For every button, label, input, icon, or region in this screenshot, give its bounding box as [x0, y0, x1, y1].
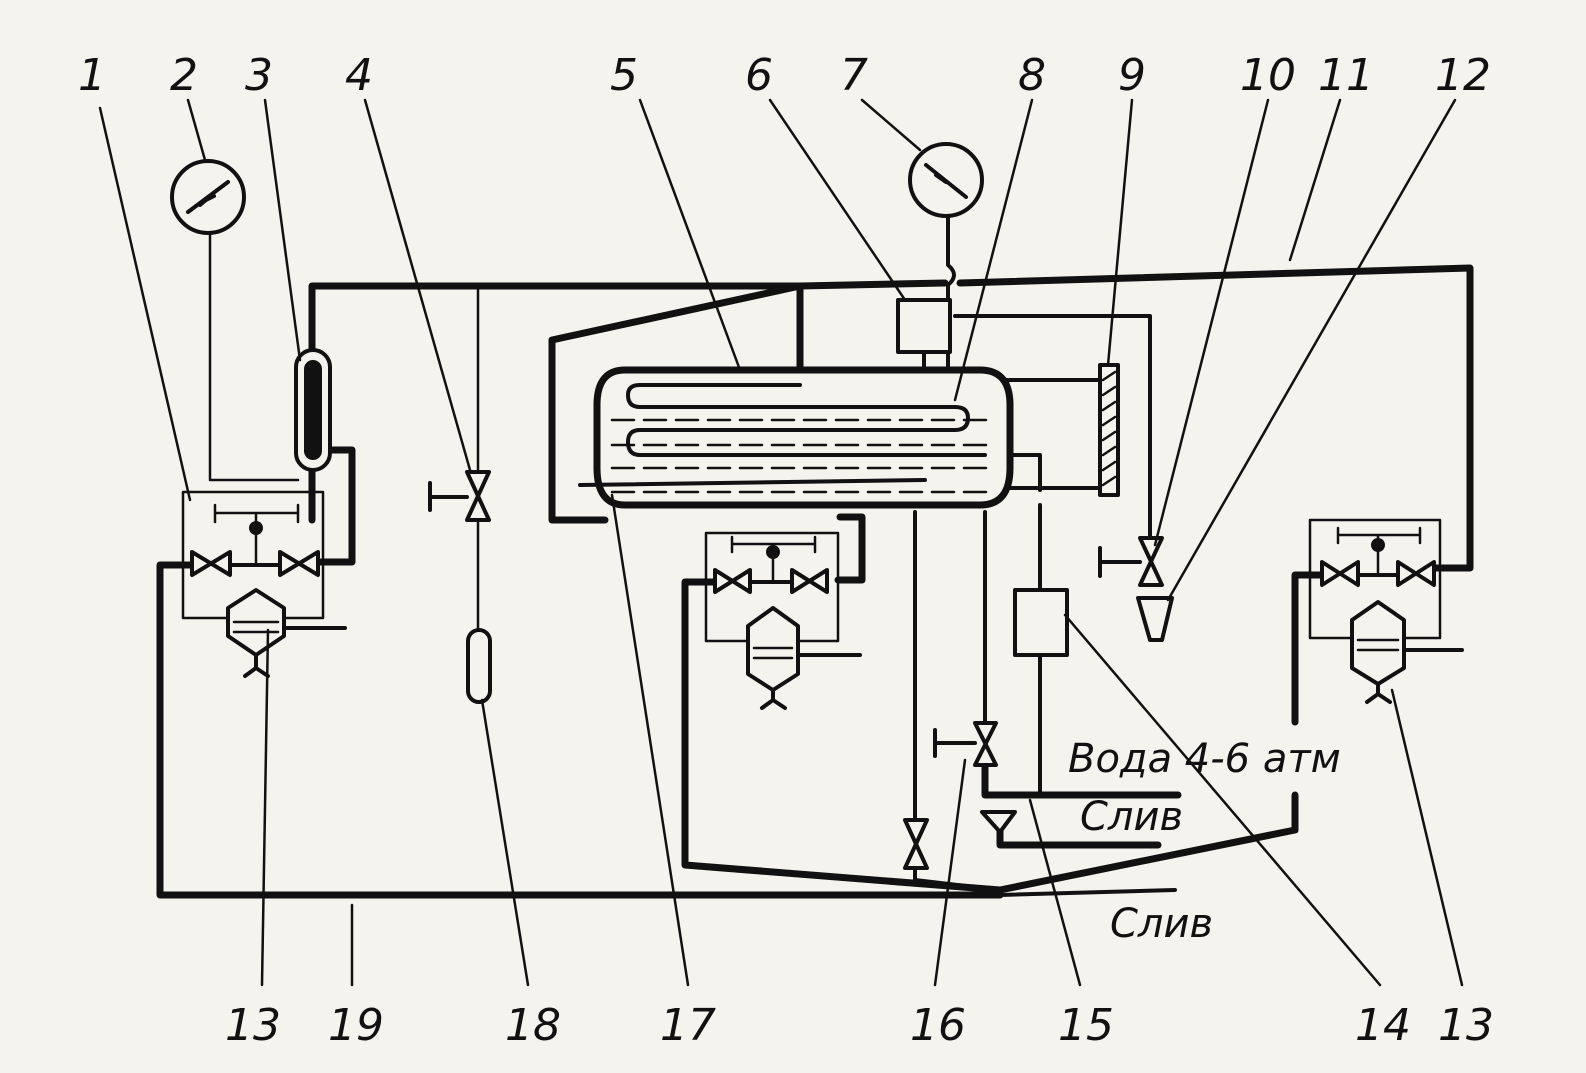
- label-3: 3: [245, 50, 273, 101]
- label-15: 15: [1058, 1000, 1114, 1051]
- caption-drain-lower: Слив: [1110, 901, 1213, 947]
- pipe-vessel-bottom: [913, 510, 987, 822]
- sample-cylinder-18: [466, 628, 492, 704]
- label-1: 1: [78, 50, 106, 101]
- label-5: 5: [610, 50, 638, 101]
- box-6: [896, 298, 952, 354]
- funnel-12: [1136, 596, 1174, 642]
- label-10: 10: [1240, 50, 1296, 101]
- valve-15: [933, 721, 998, 767]
- label-8: 8: [1018, 50, 1046, 101]
- box-14: [1013, 588, 1069, 657]
- leader-lines: [98, 98, 1464, 987]
- label-9: 9: [1118, 50, 1146, 101]
- pipe-drain-tail: [998, 888, 1177, 897]
- valve-group-left: [181, 490, 347, 678]
- pipe-to-valve-10: [953, 314, 1152, 540]
- label-19: 19: [328, 1000, 384, 1051]
- label-7: 7: [840, 50, 868, 101]
- label-6: 6: [745, 50, 773, 101]
- pipe-gauge-7: [946, 213, 956, 372]
- valve-group-middle: [704, 531, 862, 710]
- pipe-water-line: [1008, 453, 1042, 797]
- label-2: 2: [170, 50, 198, 101]
- captions: Вода 4-6 атм Слив Слив: [1068, 736, 1341, 947]
- pipe-valve-16-out: [913, 866, 1002, 892]
- vessel-5: [578, 366, 1014, 509]
- level-indicator-9: [1098, 363, 1120, 497]
- label-18: 18: [505, 1000, 561, 1051]
- pipe-top-header: [796, 264, 1474, 572]
- funnel-drain: [980, 810, 1017, 834]
- pipe-gauge-2: [208, 230, 300, 482]
- number-labels: 1 2 3 4 5 6 7 8 9 10 11 12 13 19 18 17 1…: [78, 50, 1494, 1051]
- caption-drain-upper: Слив: [1080, 794, 1183, 840]
- main-piping: [156, 213, 1474, 899]
- label-13-right: 13: [1438, 1000, 1494, 1051]
- label-17: 17: [660, 1000, 716, 1051]
- valve-10: [1098, 536, 1164, 587]
- separator-3: [294, 348, 332, 472]
- pipe-drain-15: [981, 761, 1182, 799]
- label-11: 11: [1318, 50, 1374, 101]
- label-13-left: 13: [225, 1000, 281, 1051]
- pipe-level-indicator: [1003, 378, 1102, 490]
- pressure-gauge-7: [908, 142, 984, 218]
- pipe-drain-19: [156, 561, 1004, 899]
- caption-water: Вода 4-6 атм: [1068, 736, 1341, 782]
- label-16: 16: [910, 1000, 966, 1051]
- valve-16: [903, 818, 929, 870]
- label-4: 4: [345, 50, 373, 101]
- valve-4: [428, 470, 491, 522]
- pipe-left-frame: [548, 282, 804, 524]
- label-12: 12: [1435, 50, 1491, 101]
- pipe-mid-top: [834, 513, 866, 584]
- valve-group-right: [1308, 518, 1464, 704]
- label-14: 14: [1355, 1000, 1411, 1051]
- pipe-right-return: [996, 571, 1324, 894]
- pressure-gauge-2: [170, 159, 246, 235]
- pipe-mid-return: [681, 578, 1004, 894]
